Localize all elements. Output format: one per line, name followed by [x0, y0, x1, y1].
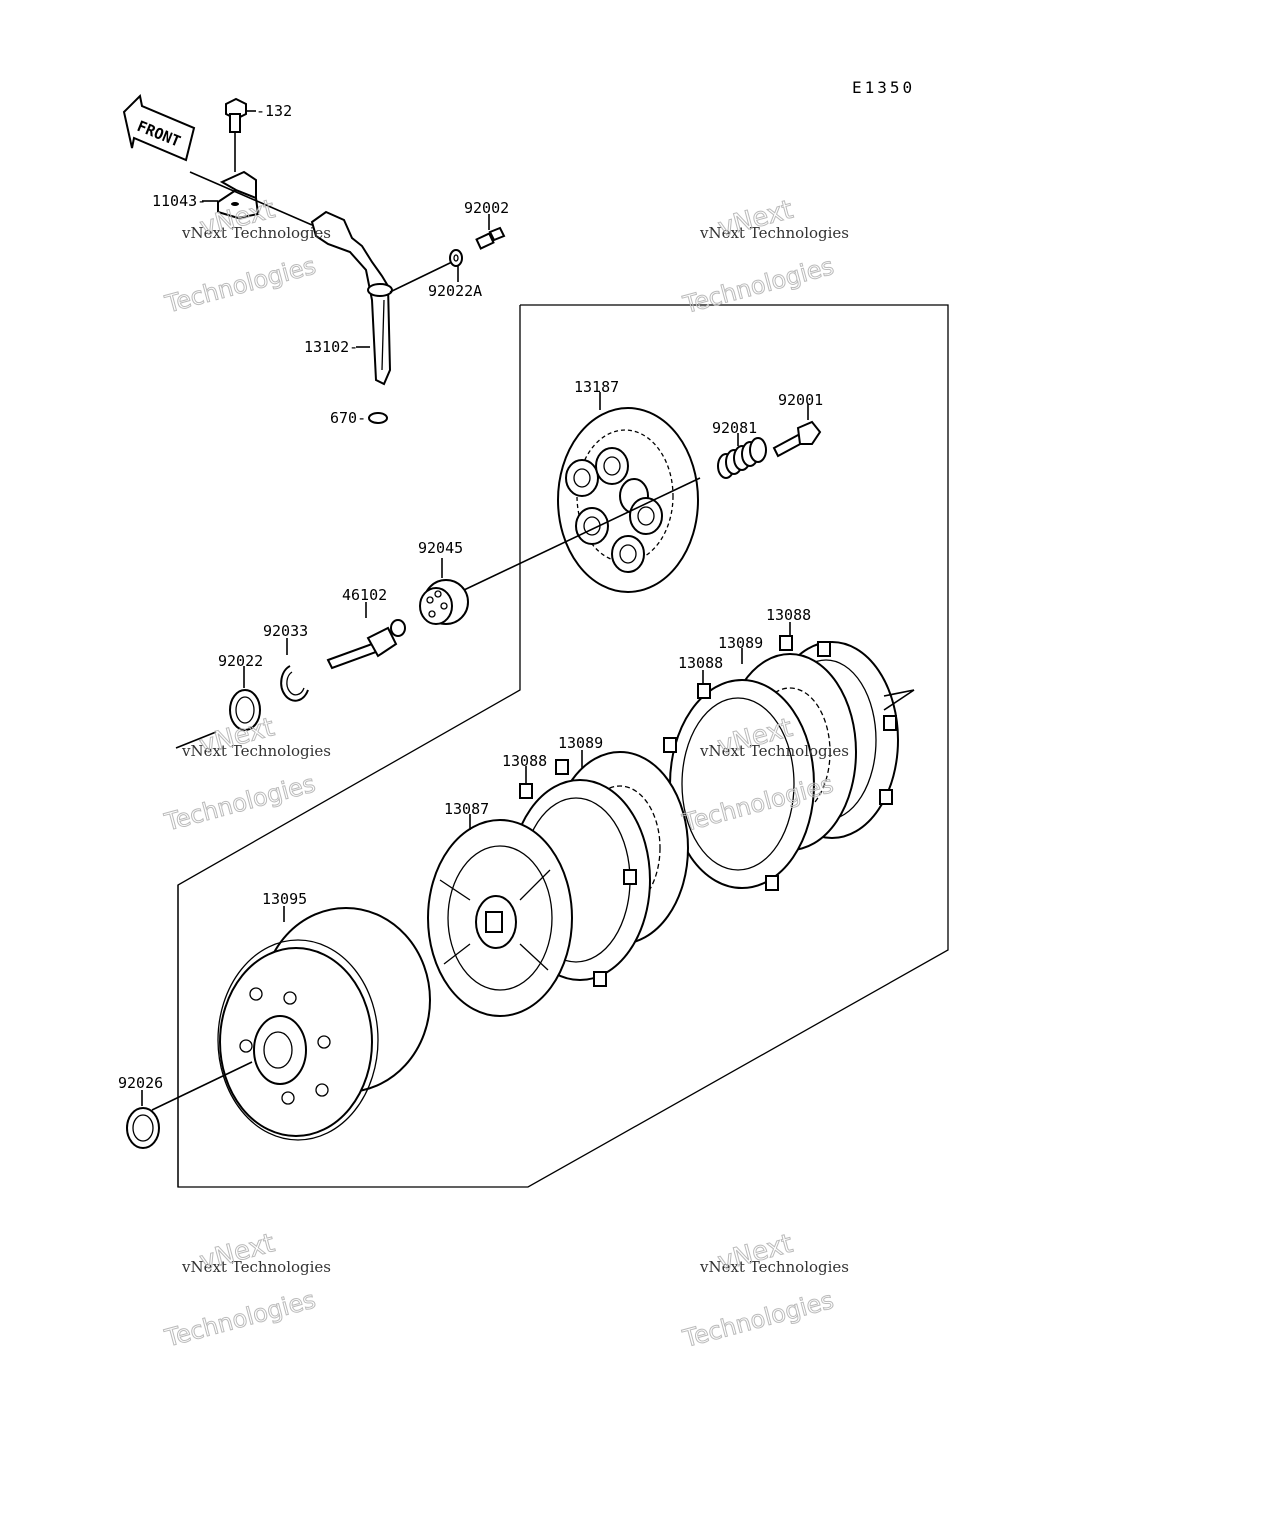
- assembly-outline: [177, 304, 949, 1188]
- label-92081: 92081: [712, 419, 757, 437]
- svg-text:vNext Technologies: vNext Technologies: [181, 224, 331, 242]
- front-arrow: FRONT: [122, 93, 196, 162]
- washer-92026: [126, 1107, 160, 1149]
- label-46102: 46102: [342, 586, 387, 604]
- label-92026: 92026: [118, 1074, 163, 1092]
- watermark-mid-left: vNext Technologies vNext Technologies: [161, 712, 331, 837]
- label-92045: 92045: [418, 539, 463, 557]
- label-132: -132: [256, 102, 292, 120]
- svg-text:vNext Technologies: vNext Technologies: [699, 742, 849, 760]
- label-92001: 92001: [778, 391, 823, 409]
- watermark-top-left: vNext Technologies vNext Technologies: [161, 194, 331, 319]
- label-11043: 11043-: [152, 192, 206, 210]
- friction-plate-13088-mid: [663, 679, 815, 891]
- svg-text:Technologies: Technologies: [162, 251, 319, 318]
- release-lever-13102: [310, 210, 393, 386]
- label-92002: 92002: [464, 199, 509, 217]
- pressure-plate-13187: [557, 407, 699, 593]
- bolt-132: [225, 97, 247, 172]
- label-13089-b: 13089: [558, 734, 603, 752]
- watermark-bottom-left: vNext Technologies vNext Technologies: [161, 1228, 331, 1353]
- svg-text:vNext Technologies: vNext Technologies: [181, 742, 331, 760]
- svg-text:vNext Technologies: vNext Technologies: [699, 1258, 849, 1276]
- diagram-code: E1350: [852, 78, 915, 97]
- screw-92002: [475, 226, 506, 250]
- bolt-92001: [772, 420, 822, 458]
- svg-text:Technologies: Technologies: [161, 770, 318, 837]
- svg-text:vNext Technologies: vNext Technologies: [181, 1258, 331, 1276]
- svg-text:Technologies: Technologies: [679, 1286, 836, 1353]
- bearing-92045: [419, 579, 469, 625]
- oring-670: [368, 412, 388, 424]
- label-92022: 92022: [218, 652, 263, 670]
- label-670: 670-: [330, 409, 366, 427]
- label-13088-b: 13088: [678, 654, 723, 672]
- svg-text:vNext Technologies: vNext Technologies: [699, 224, 849, 242]
- label-13087: 13087: [444, 800, 489, 818]
- clutch-hub-13087: [427, 819, 573, 1017]
- circlip-92033: [280, 665, 309, 702]
- label-92033: 92033: [263, 622, 308, 640]
- label-13187: 13187: [574, 378, 619, 396]
- svg-text:Technologies: Technologies: [161, 1285, 318, 1352]
- label-13088-c: 13088: [502, 752, 547, 770]
- watermark-bottom-right: vNext Technologies vNext Technologies: [679, 1228, 849, 1353]
- spring-92081: [717, 437, 767, 479]
- clutch-housing-13095: [217, 907, 431, 1141]
- label-13089-a: 13089: [718, 634, 763, 652]
- label-13095: 13095: [262, 890, 307, 908]
- label-92022a: 92022A: [428, 282, 482, 300]
- label-13102: 13102-: [304, 338, 358, 356]
- washer-92022: [229, 689, 261, 731]
- pushrod-46102: [326, 619, 406, 670]
- label-13088-a: 13088: [766, 606, 811, 624]
- washer-92022a: [449, 249, 463, 267]
- watermark-top-right: vNext Technologies vNext Technologies: [679, 194, 849, 319]
- svg-text:Technologies: Technologies: [680, 252, 837, 319]
